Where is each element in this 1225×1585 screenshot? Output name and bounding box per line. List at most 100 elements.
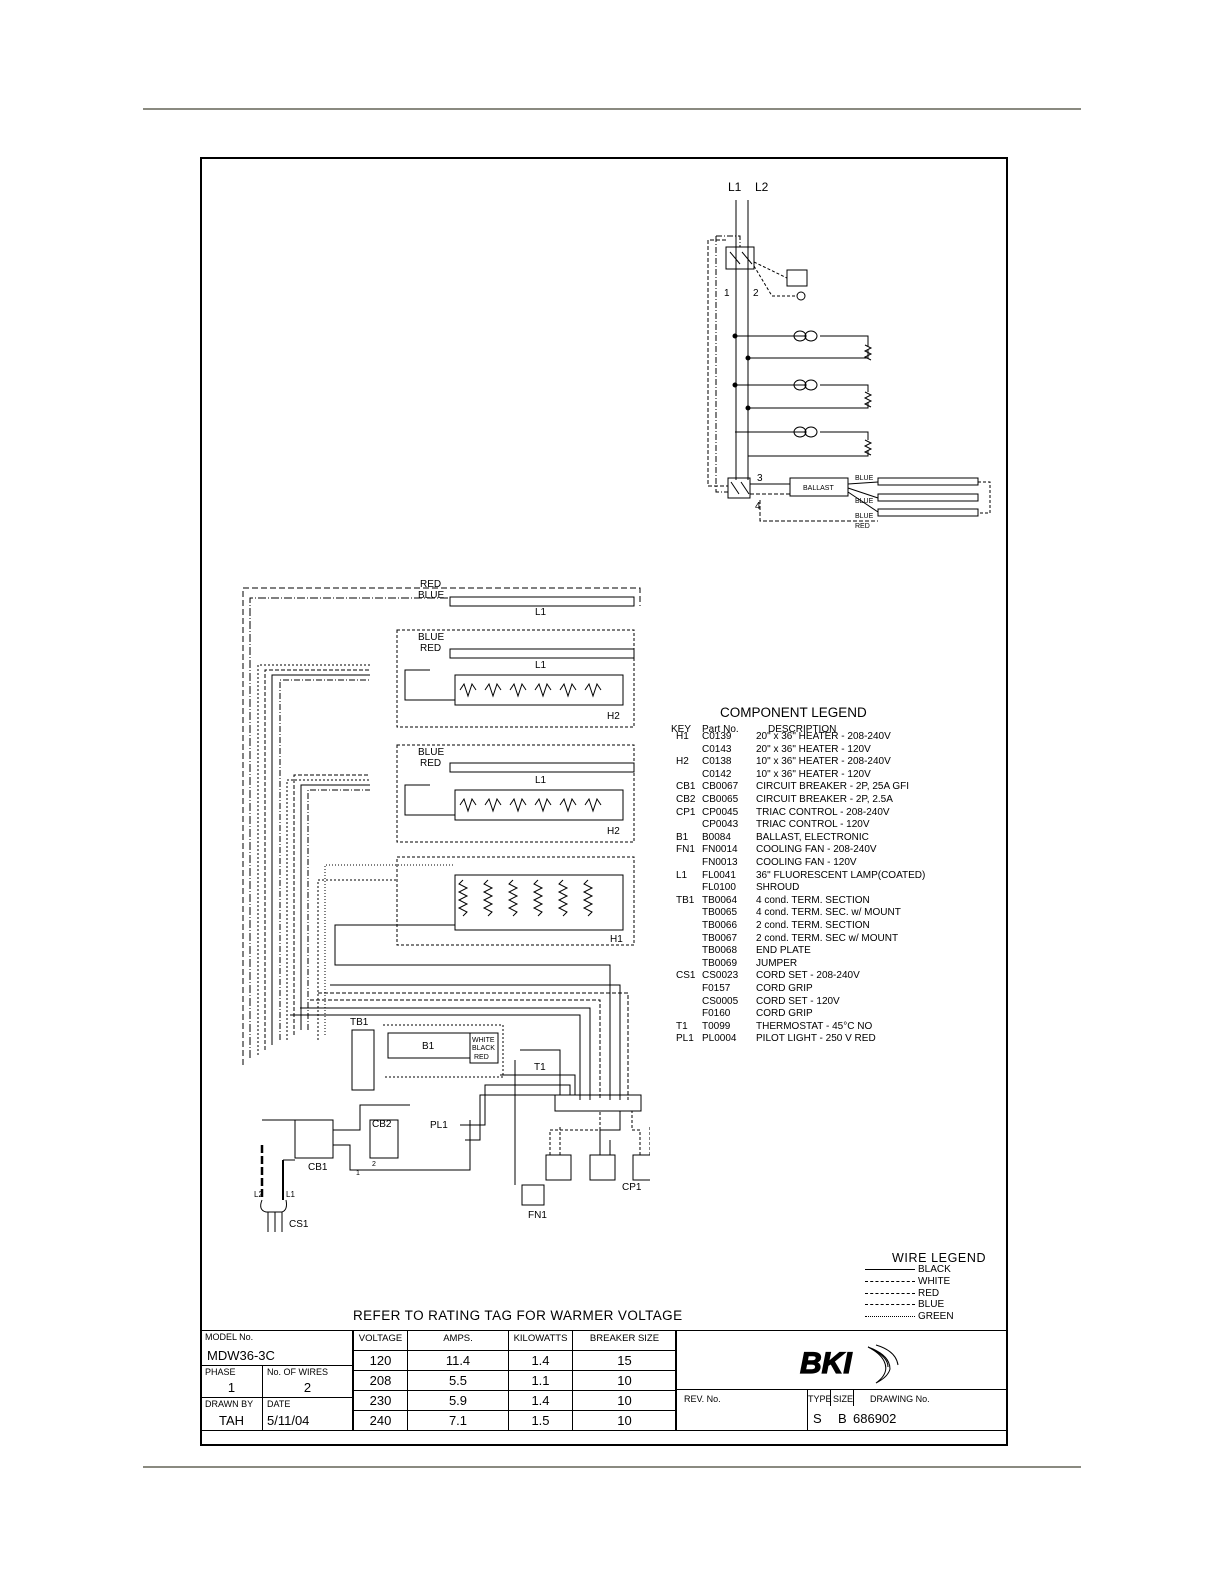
legend-part: TB0068 [702, 945, 738, 957]
legend-desc: 4 cond. TERM. SECTION [756, 894, 870, 906]
rating-cell: 10 [572, 1390, 677, 1411]
rating-header: KILOWATTS [513, 1333, 568, 1344]
legend-desc: CORD GRIP [756, 983, 813, 994]
legend-desc: SHROUD [756, 882, 800, 894]
wire-legend-item: WHITE [865, 1276, 1005, 1287]
b1-black-label: BLACK [472, 1045, 495, 1052]
legend-desc: 20" x 36" HEATER - 120V [756, 743, 871, 755]
h2b-label: H2 [607, 826, 620, 837]
cb-wire-2-label: 2 [372, 1161, 376, 1168]
wire-legend-item: BLACK [865, 1264, 1005, 1275]
legend-header-part: Part No. [702, 724, 739, 735]
cs1-l1-label: L1 [286, 1190, 295, 1199]
wire-line-sample [865, 1292, 915, 1294]
phase-value: 1 [227, 1380, 236, 1395]
cb-wire-1-label: 1 [356, 1170, 360, 1177]
fn1-label: FN1 [528, 1210, 547, 1221]
rating-value: 120 [369, 1353, 392, 1368]
b1-white-label: WHITE [472, 1037, 495, 1044]
schematic-diagram: L1 L2 1 2 3 4 BALLAST BLUE BLUE BLUE RED [707, 180, 991, 530]
rating-value: 1.4 [531, 1393, 550, 1408]
wire-legend-item: GREEN [865, 1311, 1005, 1322]
rating-value: 1.1 [531, 1373, 550, 1388]
date-value: 5/11/04 [267, 1413, 310, 1428]
h2a-red-label: RED [420, 643, 441, 654]
legend-part: F0160 [702, 1008, 731, 1020]
drawing-frame [200, 157, 1008, 1446]
type-value: S [813, 1411, 822, 1426]
legend-key: CP1 [676, 806, 696, 818]
legend-part: CB0067 [702, 781, 739, 793]
legend-part: CS0005 [702, 995, 739, 1007]
legend-row: CP0043 TRIAC CONTROL - 120V [676, 819, 996, 832]
type-label: TYPE [808, 1394, 832, 1404]
legend-desc: 10" x 36" HEATER - 208-240V [756, 756, 891, 768]
rating-cell: 5.9 [407, 1390, 509, 1411]
rating-value: 15 [617, 1353, 632, 1368]
legend-part: B0084 [702, 831, 731, 843]
rating-cell: 15 [572, 1350, 677, 1371]
rating-value: 10 [617, 1373, 632, 1388]
legend-desc: BALLAST, ELECTRONIC [756, 831, 869, 843]
rating-header-cell: AMPS. [407, 1330, 509, 1351]
h2a-blue-label: BLUE [418, 632, 444, 643]
wire-legend-label: BLUE [918, 1299, 945, 1311]
rating-cell: 208 [353, 1370, 408, 1391]
rating-header: VOLTAGE [358, 1333, 403, 1344]
drawing-value: 686902 [853, 1411, 897, 1426]
cb2-label: CB2 [372, 1119, 392, 1130]
legend-part: TB0067 [702, 932, 738, 944]
wire-line-sample [865, 1304, 915, 1306]
legend-desc: 2 cond. TERM. SECTION [756, 920, 870, 931]
rating-cell: 230 [353, 1390, 408, 1411]
legend-part: C0139 [702, 731, 732, 742]
rating-cell: 1.4 [508, 1350, 573, 1371]
legend-header-key: KEY [671, 724, 692, 735]
model-cell: MODEL No. MDW36-3C [200, 1330, 353, 1366]
drawing-cell: TYPE SIZE DRAWING No. S B 686902 [807, 1389, 1008, 1431]
lamp-3-label: L1 [535, 775, 547, 786]
phase-label: PHASE [205, 1367, 236, 1377]
schematic-blue-1: BLUE [855, 475, 874, 482]
schematic-node-3: 3 [757, 473, 763, 484]
date-cell: DATE 5/11/04 [262, 1397, 353, 1431]
legend-row: TB0067 2 cond. TERM. SEC w/ MOUNT [676, 933, 996, 946]
rating-cell: 7.1 [407, 1410, 509, 1431]
rating-cell: 5.5 [407, 1370, 509, 1391]
date-label: DATE [267, 1399, 291, 1409]
legend-part: CP0043 [702, 819, 739, 831]
rating-value: 230 [369, 1393, 392, 1408]
legend-desc: 2 cond. TERM. SEC w/ MOUNT [756, 932, 899, 944]
legend-part: TB0064 [702, 894, 738, 906]
legend-desc: COOLING FAN - 208-240V [756, 844, 877, 856]
bottom-rule [143, 1466, 1081, 1468]
rating-cell: 11.4 [407, 1350, 509, 1371]
legend-desc: TRIAC CONTROL - 120V [756, 819, 870, 831]
legend-part: C0138 [702, 756, 732, 768]
top-rule [143, 108, 1081, 110]
drawing-label: DRAWING No. [870, 1394, 930, 1404]
h2b-blue-label: BLUE [418, 747, 444, 758]
schematic-blue-3: BLUE [855, 513, 874, 520]
legend-row: F0160 CORD GRIP [676, 1008, 996, 1021]
drawn-cell: DRAWN BY TAH [200, 1397, 263, 1431]
legend-desc: 10" x 36" HEATER - 120V [756, 768, 871, 780]
schematic-node-1: 1 [724, 288, 730, 299]
legend-key: T1 [676, 1020, 688, 1032]
wire-legend-label: WHITE [918, 1275, 951, 1287]
h1-label: H1 [610, 934, 623, 945]
model-value: MDW36-3C [207, 1348, 275, 1363]
legend-key: TB1 [676, 894, 695, 906]
legend-desc: 4 cond. TERM. SEC. w/ MOUNT [756, 907, 901, 919]
legend-key: CS1 [676, 970, 696, 982]
rating-cell: 1.1 [508, 1370, 573, 1391]
legend-desc: CORD GRIP [756, 1008, 813, 1020]
legend-part: CP0045 [702, 806, 739, 818]
b1-red-label: RED [474, 1054, 489, 1061]
